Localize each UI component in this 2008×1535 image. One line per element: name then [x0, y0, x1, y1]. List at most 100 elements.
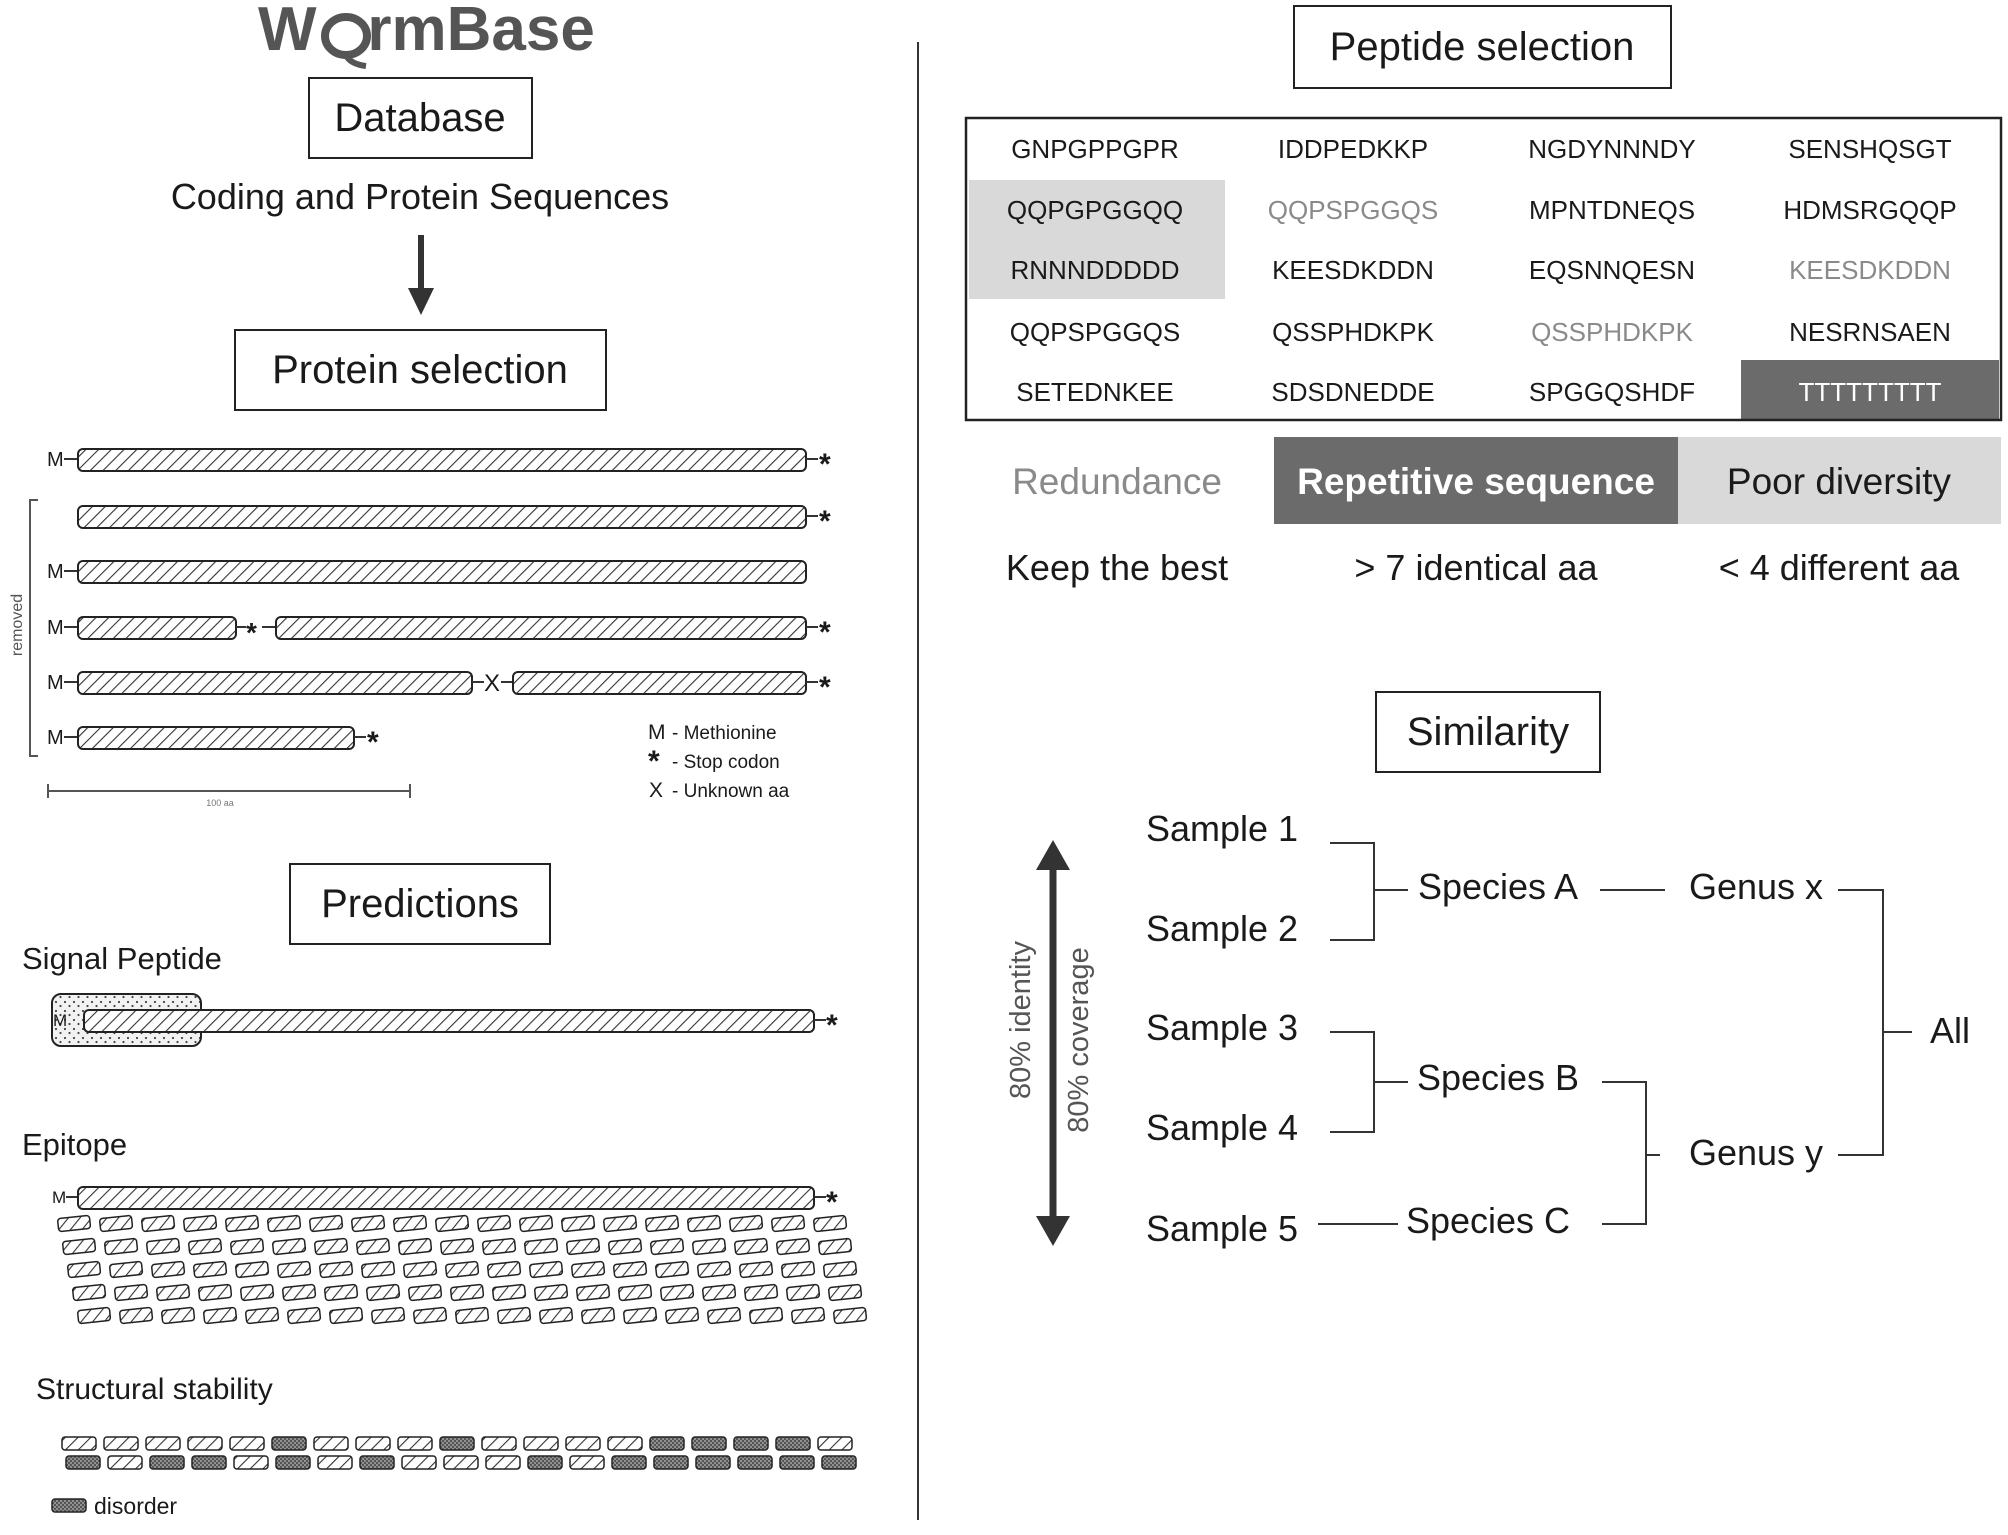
epitope-tile: [72, 1283, 107, 1302]
epitope-tile: [650, 1237, 685, 1256]
internal-stop-label: *: [246, 617, 257, 648]
stable-tile: [569, 1455, 605, 1470]
disorder-tile: [695, 1455, 731, 1470]
epitope-tile: [408, 1283, 443, 1302]
filter-row: Redundance Repetitive sequence Poor dive…: [1006, 437, 2001, 588]
stable-tile: [397, 1436, 433, 1451]
similarity-tree: Sample 1 Sample 2 Sample 3 Sample 4 Samp…: [1146, 808, 1970, 1249]
epitope-tile: [62, 1237, 97, 1256]
peptide-cell: SENSHQSGT: [1788, 134, 1951, 164]
epitope-tile: [277, 1260, 312, 1279]
epitope-tile: [393, 1214, 428, 1233]
epitope-tile: [645, 1214, 680, 1233]
stable-tile: [145, 1436, 181, 1451]
stable-tile: [233, 1455, 269, 1470]
legend-text: - Unknown aa: [672, 781, 790, 802]
logo-text-rest: rmBase: [367, 0, 594, 64]
stable-tile: [107, 1455, 143, 1470]
peptide-cell: SPGGQSHDF: [1529, 377, 1695, 407]
epitope-tile: [445, 1260, 480, 1279]
disorder-tile: [191, 1455, 227, 1470]
sample-2: Sample 2: [1146, 908, 1298, 949]
protein-diagram: M * removed * M M *: [9, 448, 831, 808]
epitope-tile: [497, 1306, 532, 1325]
stable-tile: [481, 1436, 517, 1451]
disorder-tile: [439, 1436, 475, 1451]
similarity-label: Similarity: [1407, 710, 1569, 754]
epitope-tile: [109, 1260, 144, 1279]
stable-tile: [565, 1436, 601, 1451]
epitope-tile: [282, 1283, 317, 1302]
disorder-tile: [275, 1455, 311, 1470]
epitope-tile: [188, 1237, 223, 1256]
epitope-tile: [828, 1283, 863, 1302]
epitope-tile: [193, 1260, 228, 1279]
epitope-tile: [319, 1260, 354, 1279]
epitope-tile: [272, 1237, 307, 1256]
stable-tile: [443, 1455, 479, 1470]
protein-row: M *: [47, 726, 379, 759]
disorder-tile: [779, 1455, 815, 1470]
protein-row: M X *: [47, 670, 831, 704]
epitope-tile: [660, 1283, 695, 1302]
start-label: M: [47, 561, 64, 583]
epitope-tile: [351, 1214, 386, 1233]
epitope-tile: [739, 1260, 774, 1279]
down-arrow: [408, 235, 434, 315]
epitope-tile: [749, 1306, 784, 1325]
epitope-tile: [403, 1260, 438, 1279]
scale-label: 100 aa: [206, 798, 234, 808]
epitope-tile: [687, 1214, 722, 1233]
legend-text: - Methionine: [672, 723, 777, 744]
stable-tile: [485, 1455, 521, 1470]
axis-coverage-label: 80% coverage: [1063, 947, 1095, 1132]
epitope-tile: [366, 1283, 401, 1302]
epitope-tile: [786, 1283, 821, 1302]
epitope-tile: [198, 1283, 233, 1302]
stable-tile: [523, 1436, 559, 1451]
protein-row: M *: [47, 448, 831, 481]
peptide-cell: QQPGPGGQQ: [1007, 195, 1183, 225]
stop-label: *: [826, 1186, 838, 1219]
disorder-legend: disorder: [51, 1493, 177, 1519]
epitope-label: Epitope: [22, 1127, 127, 1162]
epitope-tile: [104, 1237, 139, 1256]
stable-tile: [607, 1436, 643, 1451]
peptide-cell: QQPSPGGQS: [1268, 195, 1439, 225]
epitope-tile: [267, 1214, 302, 1233]
unknown-aa-label: X: [484, 670, 500, 697]
epitope-tile: [455, 1306, 490, 1325]
epitope-tile: [477, 1214, 512, 1233]
species-b: Species B: [1417, 1057, 1579, 1098]
stop-label: *: [819, 505, 831, 538]
epitope-tile: [435, 1214, 470, 1233]
legend-symbol: M: [648, 721, 666, 744]
epitope-tile: [156, 1283, 191, 1302]
stop-label: *: [819, 671, 831, 704]
epitope-tile: [566, 1237, 601, 1256]
epitope-tile: [151, 1260, 186, 1279]
epitope-tile: [791, 1306, 826, 1325]
disorder-tile: [821, 1455, 857, 1470]
epitope-m: M: [52, 1188, 66, 1207]
disorder-tile: [611, 1455, 647, 1470]
epitope-tile: [203, 1306, 238, 1325]
epitope-peptide-tiles: [57, 1214, 868, 1325]
epitope-tile: [67, 1260, 102, 1279]
peptide-cell: SDSDNEDDE: [1271, 377, 1434, 407]
legend-symbol: *: [648, 745, 660, 778]
rule-identical-aa: > 7 identical aa: [1354, 547, 1598, 588]
epitope-tile: [99, 1214, 134, 1233]
epitope-tile: [608, 1237, 643, 1256]
epitope-tile: [665, 1306, 700, 1325]
epitope-tile: [539, 1306, 574, 1325]
disorder-tile: [691, 1436, 727, 1451]
epitope-tile: [603, 1214, 638, 1233]
epitope-tile: [161, 1306, 196, 1325]
epitope-tile: [781, 1260, 816, 1279]
epitope-tile: [487, 1260, 522, 1279]
epitope-tile: [314, 1237, 349, 1256]
